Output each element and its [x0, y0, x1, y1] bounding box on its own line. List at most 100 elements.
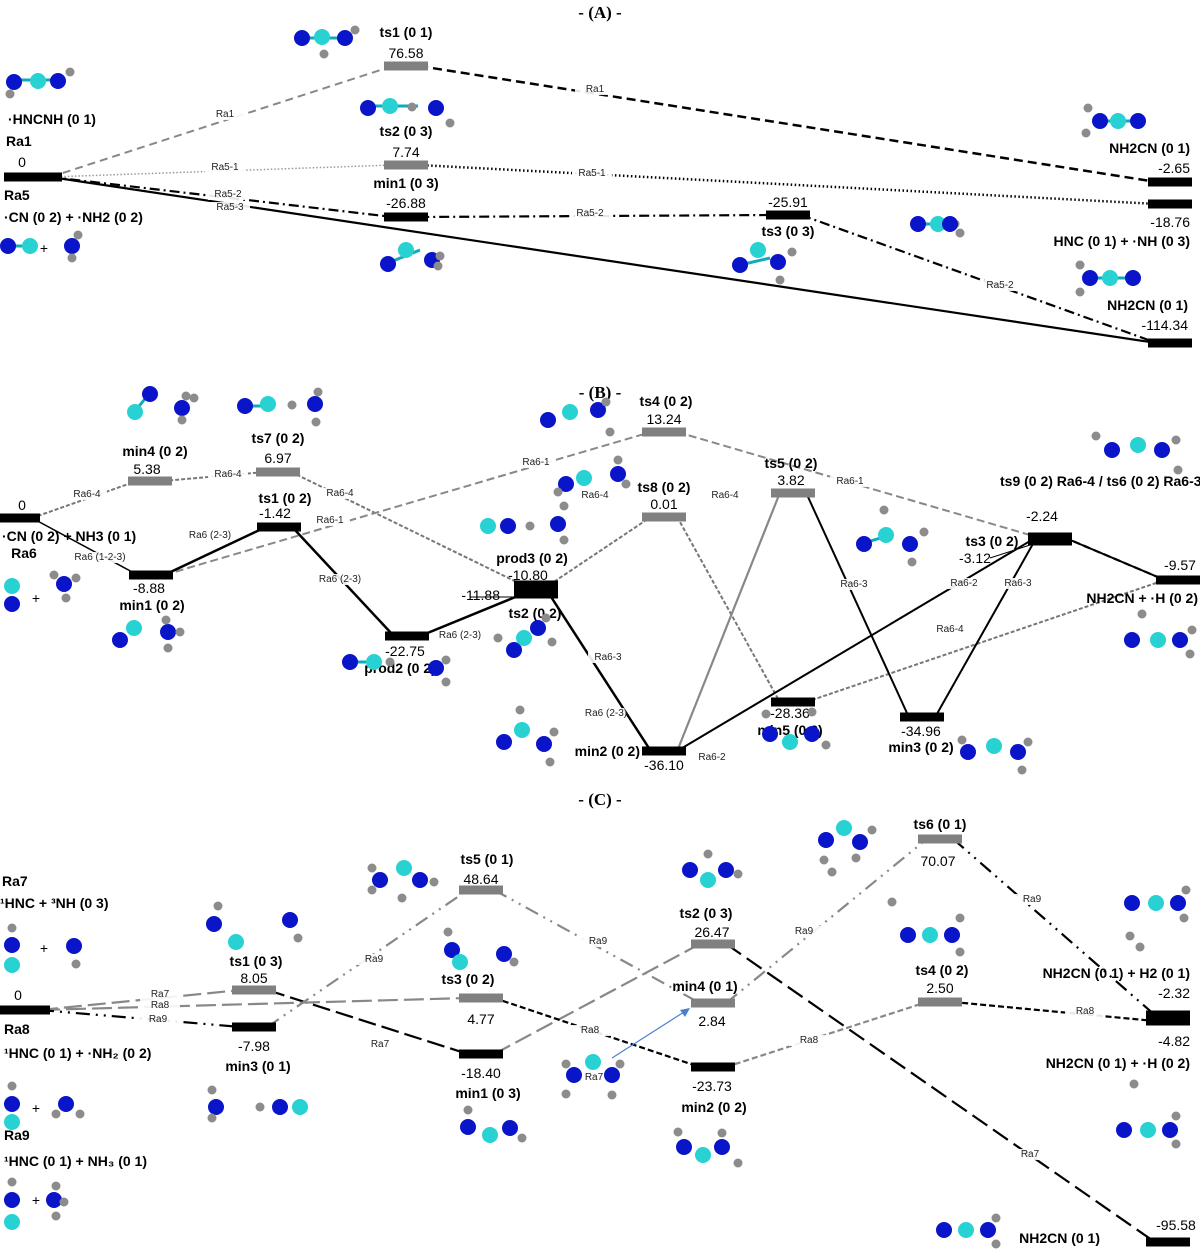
energy-value: -3.12 — [959, 550, 991, 566]
atom-h-icon — [787, 247, 797, 257]
energy-value: -28.36 — [770, 705, 810, 721]
reactant-label: Ra9 — [4, 1127, 30, 1143]
atom-n-icon — [4, 596, 20, 612]
leader-line — [989, 544, 1031, 559]
energy-value: -2.24 — [1026, 508, 1058, 524]
atom-h-icon — [851, 853, 861, 863]
pathway-segment-ra7 — [493, 943, 701, 1055]
pathway-label: Ra6 (1-2-3) — [74, 552, 125, 563]
atom-n-icon — [540, 412, 556, 428]
atom-c-icon — [782, 734, 798, 750]
atom-n-icon — [936, 1222, 952, 1238]
energy-level-bar — [771, 488, 815, 498]
atom-n-icon — [4, 1096, 20, 1112]
atom-n-icon — [536, 736, 552, 752]
energy-level-bar — [0, 1005, 50, 1015]
atom-h-icon — [311, 417, 321, 427]
energy-level-bar — [128, 476, 172, 486]
atom-n-icon — [206, 916, 222, 932]
energy-value: 13.24 — [646, 411, 681, 427]
atom-n-icon — [900, 927, 916, 943]
level-name: HNC (0 1) + ·NH (0 3) — [1053, 233, 1190, 249]
atom-c-icon — [4, 957, 20, 973]
atom-n-icon — [1104, 442, 1120, 458]
pathway-segment-ra6-2-3- — [419, 592, 524, 638]
atom-n-icon — [112, 632, 128, 648]
atom-h-icon — [1181, 885, 1191, 895]
atom-n-icon — [380, 256, 396, 272]
atom-h-icon — [189, 393, 199, 403]
level-name: ts5 (0 1) — [461, 851, 514, 867]
energy-value: 3.82 — [777, 472, 804, 488]
atom-n-icon — [1170, 895, 1186, 911]
pathway-label-bg — [205, 162, 245, 173]
level-name: ts6 (0 1) — [914, 816, 967, 832]
level-name: NH2CN (0 1) — [1019, 1230, 1100, 1246]
atom-h-icon — [761, 709, 771, 719]
energy-level-bar — [4, 172, 62, 182]
atom-h-icon — [163, 643, 173, 653]
pathway-label-bg — [516, 457, 556, 468]
atom-n-icon — [566, 1067, 582, 1083]
energy-value: 8.05 — [240, 970, 267, 986]
energy-level-bar — [918, 834, 962, 844]
energy-level-bar — [918, 997, 962, 1007]
energy-level-bar — [232, 985, 276, 995]
energy-value: 0 — [14, 987, 22, 1003]
pathway-label-bg — [1012, 894, 1052, 905]
pathway-label-bg — [310, 515, 350, 526]
atom-n-icon — [910, 216, 926, 232]
pathway-label: Ra9 — [795, 926, 814, 937]
atom-n-icon — [500, 518, 516, 534]
atom-h-icon — [703, 849, 713, 859]
energy-level-bar — [384, 61, 428, 71]
pathway-label: Ra9 — [589, 936, 608, 947]
pathway-segment-ra6-2 — [1062, 536, 1166, 581]
atom-h-icon — [1091, 431, 1101, 441]
atom-n-icon — [372, 872, 388, 888]
atom-h-icon — [559, 501, 569, 511]
atom-h-icon — [1137, 609, 1147, 619]
atom-h-icon — [493, 633, 503, 643]
atom-n-icon — [558, 476, 574, 492]
atom-c-icon — [482, 1127, 498, 1143]
atom-c-icon — [700, 872, 716, 888]
atom-n-icon — [590, 402, 606, 418]
atom-c-icon — [396, 860, 412, 876]
atom-h-icon — [515, 705, 525, 715]
energy-level-bar — [900, 712, 944, 722]
pathway-label: Ra6-2 — [698, 752, 726, 763]
pathway-label-bg — [440, 630, 480, 641]
pathway-label-bg — [80, 552, 120, 563]
energy-value: -22.75 — [385, 643, 425, 659]
level-name: NH2CN (0 1) — [1109, 140, 1190, 156]
atom-h-icon — [1125, 931, 1135, 941]
atom-h-icon — [541, 613, 551, 623]
atom-n-icon — [1130, 113, 1146, 129]
atom-n-icon — [412, 872, 428, 888]
pathway-segment-ra9 — [725, 838, 928, 1004]
energy-level-bar — [1156, 575, 1200, 585]
atom-h-icon — [161, 615, 171, 625]
atom-h-icon — [350, 25, 360, 35]
energy-value: -25.91 — [768, 194, 808, 210]
level-name: ts9 (0 2) Ra6-4 / ts6 (0 2) Ra6-3 — [1000, 473, 1200, 489]
atom-n-icon — [804, 726, 820, 742]
atom-n-icon — [142, 386, 158, 402]
atom-h-icon — [181, 391, 191, 401]
atom-n-icon — [56, 576, 72, 592]
atom-n-icon — [762, 726, 778, 742]
atom-n-icon — [428, 100, 444, 116]
level-name: ·CN (0 2) + NH3 (0 1) — [2, 528, 136, 544]
atom-h-icon — [313, 387, 323, 397]
level-name: min2 (0 2) — [681, 1099, 746, 1115]
atom-h-icon — [1187, 625, 1197, 635]
atom-c-icon — [4, 578, 20, 594]
atom-n-icon — [46, 1192, 62, 1208]
pathway-label: Ra6-1 — [522, 457, 550, 468]
atom-h-icon — [867, 825, 877, 835]
pathway-label-bg — [930, 624, 970, 635]
energy-value: -23.73 — [692, 1078, 732, 1094]
atom-h-icon — [51, 1109, 61, 1119]
atom-c-icon — [836, 820, 852, 836]
